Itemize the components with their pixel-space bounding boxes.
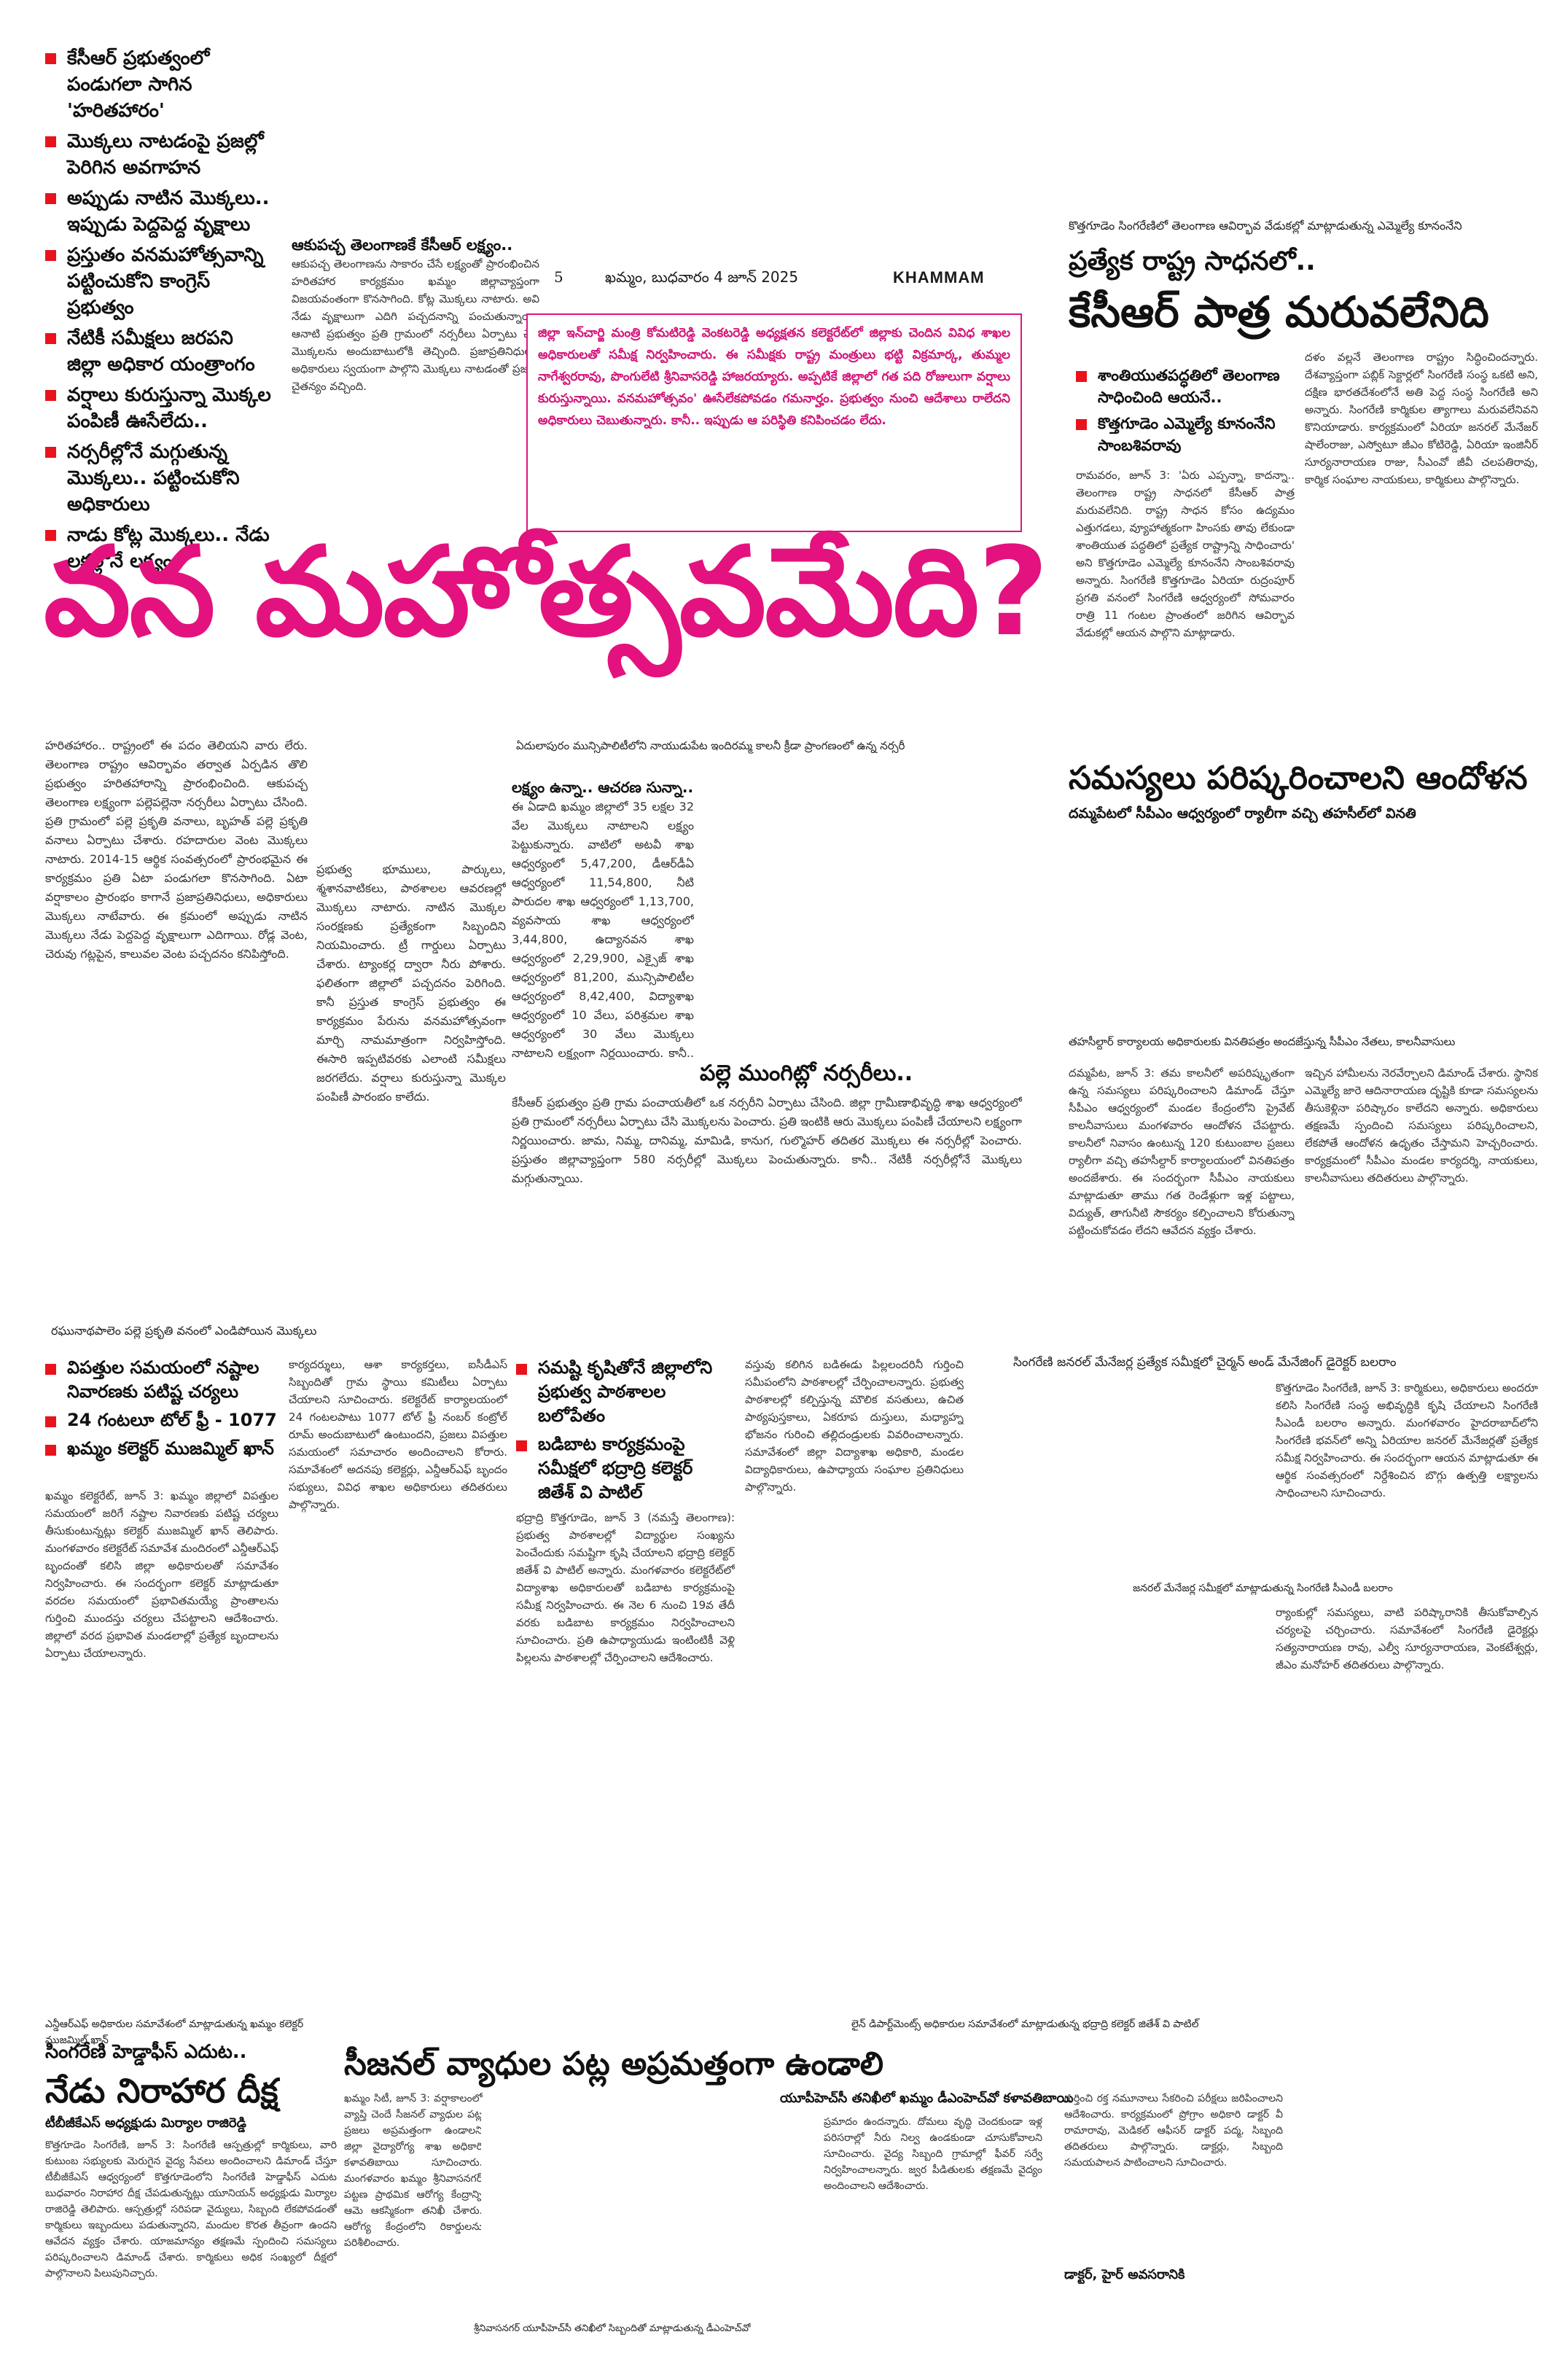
protest-body-col1: దమ్మపేట, జూన్ 3: తమ కాలనీలో అపరిష్కృతంగా… (1069, 1066, 1295, 1237)
uphc-photo (481, 2114, 809, 2318)
singareni-photo (986, 1376, 1263, 1558)
main-headline: వన మహోత్సవమేది? (44, 520, 1049, 663)
disaster-body-col2: కార్యదర్శులు, ఆశా కార్యకర్తలు, ఐసీడీఎస్ … (289, 1358, 507, 1511)
kunamneni-photo (1066, 45, 1540, 214)
dried-plants-photo (45, 1101, 504, 1319)
uphc-caption: శ్రీనివాసనగర్ యూపీహెచ్‌సీ తనిఖీలో సిబ్బం… (474, 2323, 751, 2334)
kcr-bullet: శాంతియుతపద్ధతిలో తెలంగాణ సాధించింది ఆయనే… (1076, 364, 1287, 408)
strike-kicker: సింగరేణి హెడ్డాఫీస్ ఎదుట.. (45, 2041, 247, 2063)
strike-body: కొత్తగూడెం సింగరేణి, జూన్ 3: సింగరేణి ఆస… (45, 2139, 337, 2279)
page-header: 5 ఖమ్మం, బుధవారం 4 జూన్ 2025 KHAMMAM (554, 268, 1021, 297)
singareni-caption: సింగరేణి జనరల్ మేనేజర్ల ప్రత్యేక సమీక్షల… (1013, 1355, 1397, 1370)
highlight-item: మొక్కలు నాటడంపై ప్రజల్లో పెరిగిన అవగాహన (45, 128, 271, 181)
protest-headline: సమస్యలు పరిష్కరించాలని ఆందోళన (1069, 760, 1528, 797)
target-heading: లక్ష్యం ఉన్నా.. ఆచరణ సున్నా.. (512, 779, 694, 796)
school-body-col2: వస్తువు కలిగిన బడిఈడు పిల్లలందరినీ గుర్త… (745, 1358, 964, 1494)
seasonal-headline: సీజనల్ వ్యాధుల పట్ల అప్రమత్తంగా ఉండాలి (344, 2045, 884, 2083)
strike-headline: నేడు నిరాహార దీక్ష (45, 2071, 278, 2110)
disaster-bullet: ఖమ్మం కలెక్టర్ ముజమ్మిల్ ఖాన్ (45, 1437, 278, 1461)
highlight-box-text: జిల్లా ఇన్‌చార్జి మంత్రి కోమటిరెడ్డి వెం… (538, 326, 1010, 428)
highlight-item: నేటికీ సమీక్షలు జరపని జిల్లా అధికార యంత్… (45, 325, 271, 378)
ndrf-photo-caption: ఎన్డీఆర్‌ఎఫ్ అధికారుల సమావేశంలో మాట్లాడు… (45, 2018, 304, 2046)
kcr-bullet: కొత్తగూడెం ఎమ్మెల్యే కూనంనేని సాంబశివరావ… (1076, 413, 1287, 456)
seasonal-body-col2: ప్రమాదం ఉందన్నారు. దోమలు వృద్ధి చెందకుండ… (824, 2116, 1042, 2192)
page-number: 5 (554, 268, 563, 286)
target-section: లక్ష్యం ఉన్నా.. ఆచరణ సున్నా.. ఈ ఏడాది ఖమ… (512, 777, 694, 1060)
seasonal-body-col1: ఖమ్మం సిటీ, జూన్ 3: వర్షాకాలంలో వ్యాప్తి… (344, 2093, 483, 2249)
seasonal-subhead: యూపీహెచ్‌సీ తనిఖీలో ఖమ్మం డీఎంహెచ్‌వో కళ… (780, 2091, 1074, 2106)
intro-heading: ఆకుపచ్చ తెలంగాణకే కేసీఆర్ లక్ష్యం.. (292, 236, 513, 254)
nursery-photo-caption: ఏదులాపురం మున్సిపాలిటీలోని నాయుడుపేట ఇంద… (516, 739, 905, 752)
intro-text: ఆకుపచ్చ తెలంగాణను సాకారం చేసే లక్ష్యంతో … (292, 257, 539, 393)
strike-subhead: టీబీజీకేఎస్ అధ్యక్షుడు మిర్యాల రాజిరెడ్డ… (45, 2115, 246, 2131)
protest-body-col2: ఇచ్చిన హామీలను నెరవేర్చాలని డిమాండ్ చేశా… (1305, 1066, 1538, 1185)
school-bullet: బడిబాట కార్యక్రమంపై సమీక్షలో భద్రాద్రి క… (516, 1432, 735, 1505)
highlight-item: కేసీఆర్ ప్రభుత్వంలో పండుగలా సాగిన 'హరితహ… (45, 45, 271, 124)
kcr-headline: కేసీఆర్ పాత్ర మరువలేనిది (1069, 287, 1489, 337)
intro-section: ఆకుపచ్చ తెలంగాణకే కేసీఆర్ లక్ష్యం.. ఆకుప… (292, 235, 539, 539)
highlight-box: జిల్లా ఇన్‌చార్జి మంత్రి కోమటిరెడ్డి వెం… (526, 313, 1022, 532)
disaster-bullets: విపత్తుల సమయంలో నష్టాల నివారణకు పటిష్ట చ… (45, 1356, 278, 1465)
nursery-text: కేసీఆర్ ప్రభుత్వం ప్రతి గ్రామ పంచాయతీలో … (512, 1096, 1022, 1185)
date-line: ఖమ్మం, బుధవారం 4 జూన్ 2025 (605, 268, 799, 286)
kcr-kicker: ప్రత్యేక రాష్ట్ర సాధనలో.. (1069, 246, 1316, 276)
seasonal-side-heading: డాక్టర్, హైర్ అవసరానికి (1064, 2267, 1185, 2282)
line-dept-caption: లైన్ డిపార్ట్‌మెంట్స్ అధికారుల సమావేశంలో… (851, 2018, 1199, 2030)
school-body-col1: భద్రాద్రి కొత్తగూడెం, జూన్ 3 (నమస్తే తెల… (516, 1511, 735, 1664)
ndrf-meeting-photo (45, 1830, 337, 2005)
kcr-body-col2: దళం వల్లనే తెలంగాణ రాష్ట్రం సిద్ధించిందన… (1305, 351, 1538, 486)
nursery-heading: పల్లె ముంగిట్లో నర్సరీలు.. (700, 1061, 913, 1086)
kcr-story-photo-caption: కొత్తగూడెం సింగరేణిలో తెలంగాణ ఆవిర్భావ వ… (1069, 219, 1462, 233)
main-body-col1: హరితహారం.. రాష్ట్రంలో ఈ పదం తెలియని వారు… (45, 738, 308, 961)
line-dept-meeting-photo (344, 1830, 854, 2005)
protest-photo (1066, 831, 1540, 1021)
school-bullets: సమష్టి కృషితోనే జిల్లాలోని ప్రభుత్వ పాఠశ… (516, 1356, 735, 1509)
highlight-item: ప్రస్తుతం వనమహోత్సవాన్ని పట్టించుకోని కా… (45, 242, 271, 321)
seasonal-body-col3: గుర్తించి రక్త నమూనాలు సేకరించి పరీక్షలు… (1064, 2093, 1283, 2169)
highlight-item: అప్పుడు నాటిన మొక్కలు.. ఇప్పుడు పెద్దపెద… (45, 185, 271, 238)
highlight-item: నాడు కోట్ల మొక్కలు.. నేడు లక్షల్లోనే లక్… (45, 522, 271, 574)
school-bullet: సమష్టి కృషితోనే జిల్లాలోని ప్రభుత్వ పాఠశ… (516, 1356, 735, 1428)
protest-subhead: దమ్మపేటలో సీపీఎం ఆధ్వర్యంలో ర్యాలీగా వచ్… (1069, 805, 1416, 822)
edition-name: KHAMMAM (893, 268, 985, 286)
disaster-body-col1: ఖమ్మం కలెక్టరేట్, జూన్ 3: ఖమ్మం జిల్లాలో… (45, 1489, 278, 1660)
highlight-item: వర్షాలు కురుస్తున్నా మొక్కల పంపిణీ ఊసేలే… (45, 382, 271, 434)
target-text: ఈ ఏడాది ఖమ్మం జిల్లాలో 35 లక్షల 32 వేల మ… (512, 800, 694, 1060)
main-body-col2: ప్రభుత్వ భూములు, పార్కులు, శ్మశానవాటికలు… (316, 862, 506, 1101)
kcr-body-col1: రామవరం, జూన్ 3: 'ఏరు ఎప్పన్నా, కాదన్నా..… (1076, 469, 1295, 639)
disaster-bullet: విపత్తుల సమయంలో నష్టాల నివారణకు పటిష్ట చ… (45, 1356, 278, 1404)
dried-plants-caption: రఘునాథపాలెం పల్లె ప్రకృతి వనంలో ఎండిపోయి… (51, 1324, 317, 1338)
nursery-saplings-photo (700, 765, 1028, 984)
nursery-photo (317, 729, 508, 853)
singareni-body-col1: కొత్తగూడెం సింగరేణి, జూన్ 3: కార్మికులు,… (1276, 1381, 1538, 1499)
protest-photo-caption: తహసీల్దార్ కార్యాలయ అధికారులకు వినతిపత్ర… (1069, 1035, 1456, 1048)
singareni-body-col2: ర్యాంకుల్లో సమస్యలు, వాటి పరిష్కారానికి … (1276, 1606, 1538, 1671)
top-highlights-list: కేసీఆర్ ప్రభుత్వంలో పండుగలా సాగిన 'హరితహ… (45, 45, 271, 579)
singareni-caption2: జనరల్ మేనేజర్ల సమీక్షలో మాట్లాడుతున్న సి… (1133, 1583, 1393, 1594)
kcr-bullets: శాంతియుతపద్ధతిలో తెలంగాణ సాధించింది ఆయనే… (1076, 364, 1287, 461)
highlight-item: నర్సరీల్లోనే మగ్గుతున్న మొక్కలు.. పట్టిం… (45, 439, 271, 518)
disaster-bullet: 24 గంటలూ టోల్ ఫ్రీ - 1077 (45, 1408, 278, 1432)
